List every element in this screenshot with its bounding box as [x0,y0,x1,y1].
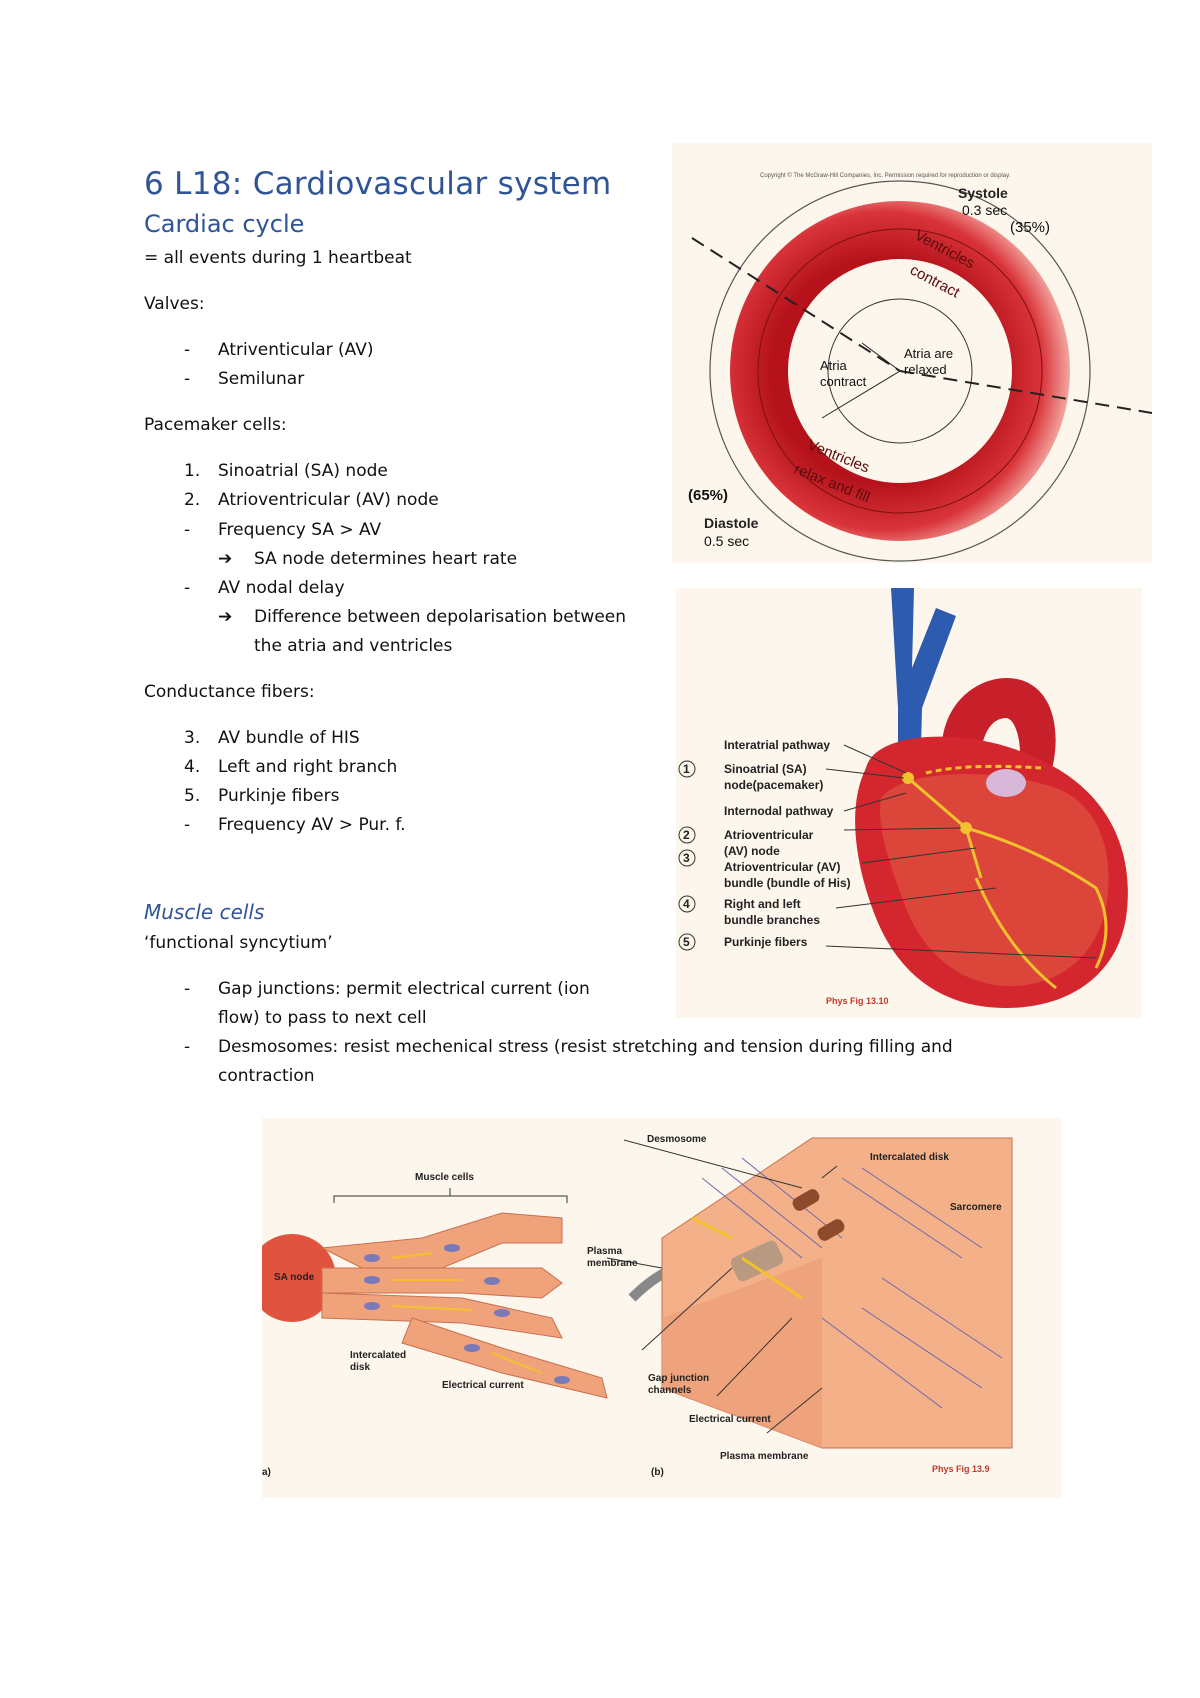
heart-label: Atrioventricular (AV) [724,860,841,874]
heart-label: Right and left [724,897,801,911]
list-item: -Frequency AV > Pur. f. [184,815,406,835]
heart-number: 5 [683,935,690,949]
heart-number: 2 [683,828,690,842]
list-item: 2.Atrioventricular (AV) node [184,490,439,510]
heart-label: bundle (bundle of His) [724,876,851,890]
section-heading: Cardiac cycle [144,210,305,238]
sa-node-shape [248,1234,336,1322]
arrow-item: ➔Difference between depolarisation betwe… [218,607,627,627]
copyright-text: Copyright © The McGraw-Hill Companies, I… [760,173,1011,179]
list-item: -Gap junctions: permit electrical curren… [184,979,590,999]
arrow-icon: ➔ [218,607,233,627]
heart-label: bundle branches [724,913,821,927]
desmosome-shape [792,1189,820,1211]
list-item: 5.Purkinje fibers [184,786,340,806]
list-item: -Frequency SA > AV [184,520,382,540]
list-item: -Atriventicular (AV) [184,340,374,360]
heart-number: 1 [683,762,690,776]
figure-caption-b: Phys Fig 13.9 [932,1464,990,1474]
panel-b-label: (b) [651,1467,664,1478]
list-item: 3.AV bundle of HIS [184,728,360,748]
heart-label: Sinoatrial (SA) [724,762,807,776]
electrical-current-label: Electrical current [442,1380,524,1391]
arrow-icon: ➔ [218,549,233,569]
list-item: -Semilunar [184,369,305,389]
heart-label: node(pacemaker) [724,778,824,792]
av-node [960,822,972,834]
list-item-continuation: contraction [218,1066,315,1086]
heart-label: (AV) node [724,844,780,858]
heart-label: Atrioventricular [724,828,814,842]
diastole-label: Diastole [704,515,759,531]
vena-cava [891,588,956,788]
electrical-current-label-b: Electrical current [689,1414,771,1425]
systole-label: Systole [958,185,1008,201]
list-item-continuation: flow) to pass to next cell [218,1008,427,1028]
panel-a-label: a) [262,1467,271,1478]
list-item: 4.Left and right branch [184,757,398,777]
page-title: 6 L18: Cardiovascular system [144,166,612,202]
cardiac-cycle-diagram [691,180,1153,562]
muscle-cells-heading: Muscle cells [144,900,265,924]
outer-cycle-ring [709,180,1091,562]
heart-number: 4 [683,897,690,911]
list-item: 1.Sinoatrial (SA) node [184,461,388,481]
arrow-item: ➔SA node determines heart rate [218,549,518,569]
systole-percent: (35%) [1010,219,1051,236]
muscle-cells-illustration [248,1137,1013,1449]
heart-label: Internodal pathway [724,804,834,818]
heart-number: 3 [683,851,690,865]
heart-conduction-figure: Interatrial pathway 1 Sinoatrial (SA) no… [676,588,1142,1018]
systole-time: 0.3 sec [962,202,1008,218]
diastole-time: 0.5 sec [704,533,750,549]
list-item-continuation: the atria and ventricles [254,636,453,656]
sa-node [902,772,914,784]
desmosome-label: Desmosome [647,1134,707,1145]
conductance-label: Conductance fibers: [144,682,315,702]
sarcomere-label: Sarcomere [950,1202,1002,1213]
plasma-membrane-label-2: Plasma membrane [720,1451,809,1462]
valves-label: Valves: [144,294,205,314]
intercalated-disk-label-b: Intercalated disk [870,1152,949,1163]
pacemaker-label: Pacemaker cells: [144,415,287,435]
cardiac-cycle-figure: Copyright © The McGraw-Hill Companies, I… [672,143,1153,563]
diastole-percent: (65%) [688,487,729,504]
heart-illustration [678,588,1128,1008]
valve [986,769,1026,797]
figure-caption: Phys Fig 13.10 [826,996,889,1006]
heart-label: Interatrial pathway [724,738,831,752]
gap-junction-shape [730,1240,784,1282]
sa-node-label: SA node [274,1272,315,1283]
muscle-subtitle: ‘functional syncytium’ [144,933,333,953]
muscle-cells-label: Muscle cells [415,1172,474,1183]
heart-label: Purkinje fibers [724,935,808,949]
list-item: -AV nodal delay [184,578,345,598]
list-item: -Desmosomes: resist mechenical stress (r… [184,1037,953,1057]
definition-text: = all events during 1 heartbeat [144,248,412,268]
